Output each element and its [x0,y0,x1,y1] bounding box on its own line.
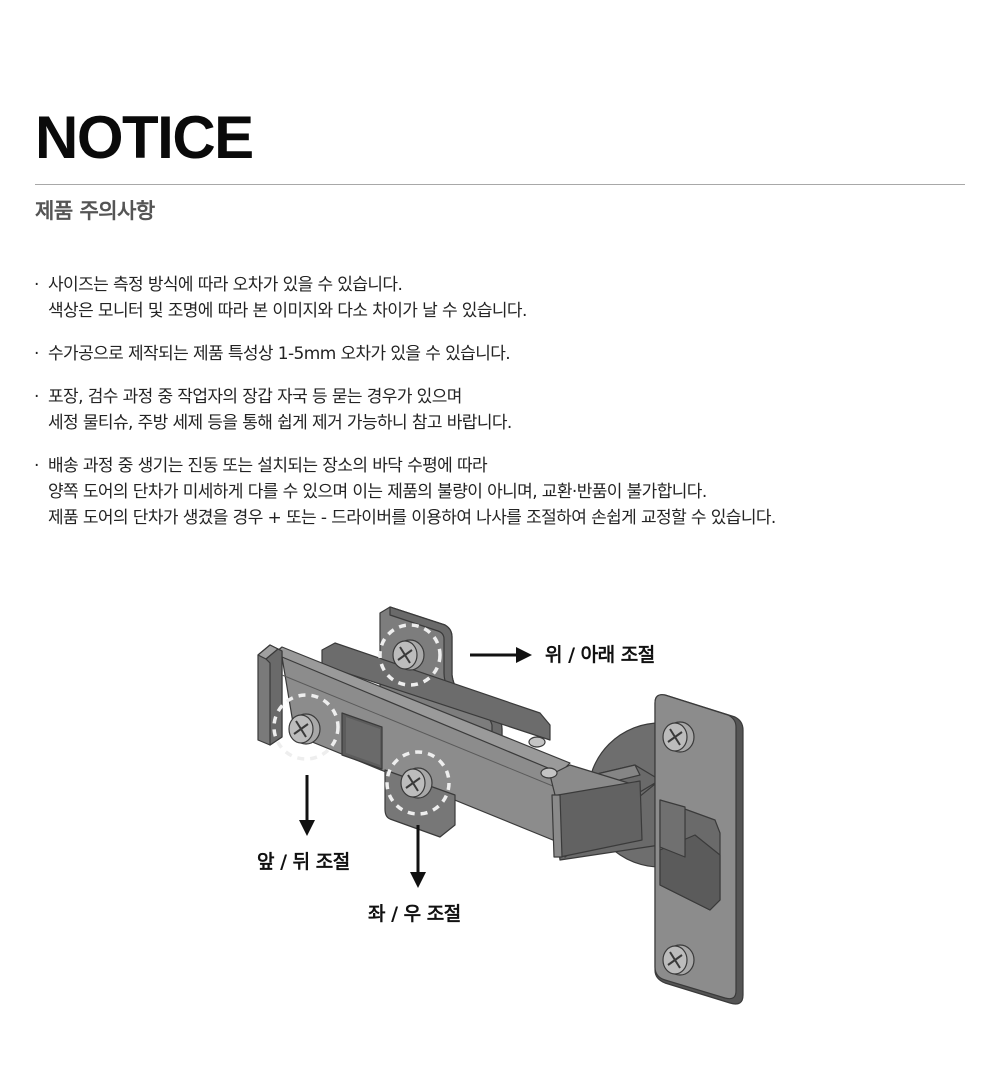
bullet-icon: · [34,275,39,295]
title-divider [35,184,965,185]
notice-item: · 사이즈는 측정 방식에 따라 오차가 있을 수 있습니다. 색상은 모니터 및… [34,272,776,324]
bullet-icon: · [34,456,39,476]
highlight-circle [385,750,451,816]
notice-text: 색상은 모니터 및 조명에 따라 본 이미지와 다소 차이가 날 수 있습니다. [48,301,527,321]
notice-text: 배송 과정 중 생기는 진동 또는 설치되는 장소의 바닥 수평에 따라 [48,456,488,476]
screw-icon [288,639,695,976]
notice-text: 세정 물티슈, 주방 세제 등을 통해 쉽게 제거 가능하니 참고 바랍니다. [48,413,512,433]
label-front-back-adjust: 앞 / 뒤 조절 [257,851,350,873]
notice-item: · 수가공으로 제작되는 제품 특성상 1-5mm 오차가 있을 수 있습니다. [34,341,776,367]
highlight-circle [272,693,340,761]
hinge-diagram: 위 / 아래 조절 앞 / 뒤 조절 좌 / 우 조절 [240,595,760,1015]
notice-text: 양쪽 도어의 단차가 미세하게 다를 수 있으며 이는 제품의 불량이 아니며,… [48,482,707,502]
notice-list: · 사이즈는 측정 방식에 따라 오차가 있을 수 있습니다. 색상은 모니터 및… [34,272,776,548]
notice-item: · 포장, 검수 과정 중 작업자의 장갑 자국 등 묻는 경우가 있으며 세정 … [34,384,776,436]
notice-item: · 배송 과정 중 생기는 진동 또는 설치되는 장소의 바닥 수평에 따라 양쪽… [34,453,776,531]
hinge-illustration [257,606,744,1005]
label-left-right-adjust: 좌 / 우 조절 [368,903,461,925]
notice-text: 사이즈는 측정 방식에 따라 오차가 있을 수 있습니다. [48,275,403,295]
page-title: NOTICE [35,104,254,171]
page-subtitle: 제품 주의사항 [35,199,155,223]
highlight-circle [378,623,442,687]
bullet-icon: · [34,387,39,407]
arrow-icon [299,647,532,888]
notice-text: 수가공으로 제작되는 제품 특성상 1-5mm 오차가 있을 수 있습니다. [48,344,511,364]
bullet-icon: · [34,344,39,364]
notice-text: 포장, 검수 과정 중 작업자의 장갑 자국 등 묻는 경우가 있으며 [48,387,462,407]
label-up-down-adjust: 위 / 아래 조절 [545,644,655,666]
notice-text: 제품 도어의 단차가 생겼을 경우 + 또는 - 드라이버를 이용하여 나사를 … [48,508,776,528]
